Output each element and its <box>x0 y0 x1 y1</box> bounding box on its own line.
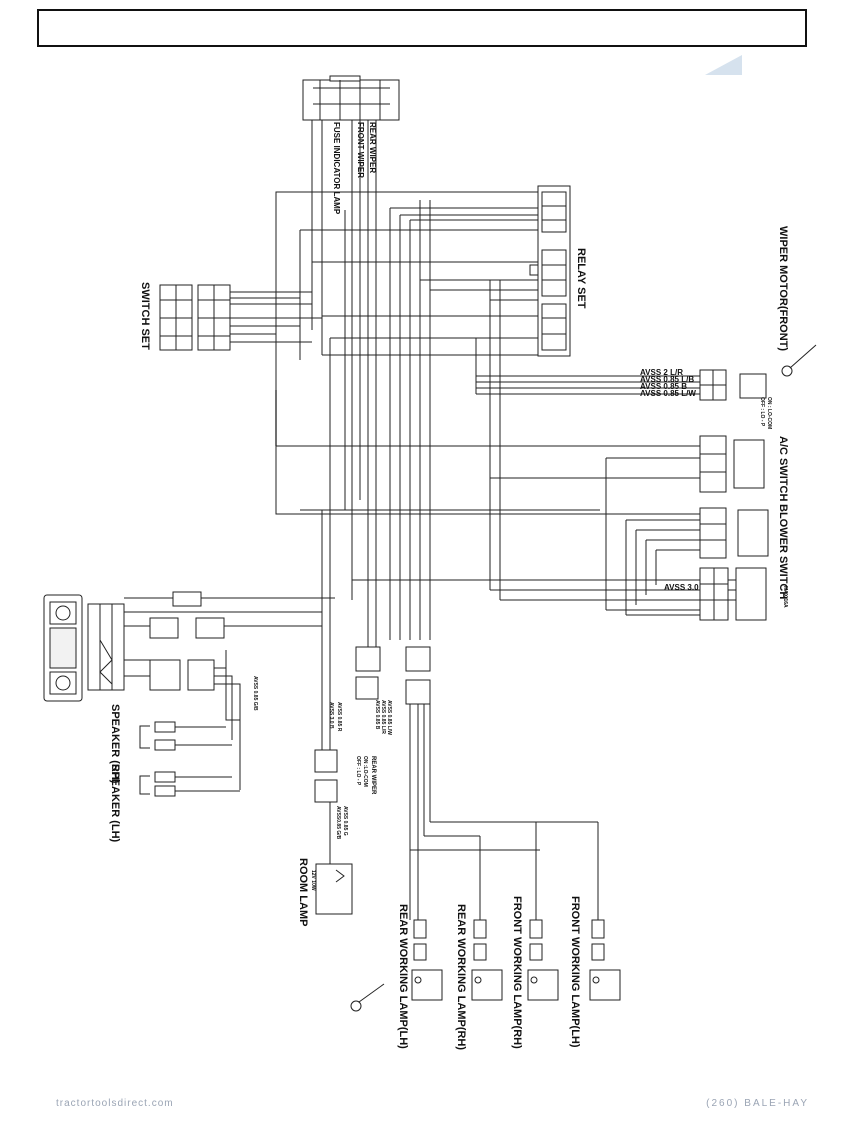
rear-wiper-connector <box>355 600 431 705</box>
ac-switch <box>490 435 765 610</box>
label-wiper-motor-front: WIPER MOTOR(FRONT) <box>777 226 789 351</box>
label-wiper-wire-2: AVSS 0.85 L/B <box>640 375 694 384</box>
label-speaker-lh: SPEAKER (LH) <box>109 764 121 843</box>
label-rear-wiper: REAR WIPER <box>370 756 376 795</box>
label-fuse-indicator: FUSE INDICATOR LAMP <box>332 122 341 215</box>
label-radio-wire: AVSS 0.85 G/B <box>252 676 258 711</box>
label-wiper-wire-4: AVSS 0.85 L/W <box>640 389 696 398</box>
lamp-rear-lh <box>411 919 443 1001</box>
label-rear-wiper-wire-2: AVSS 0.85 L/R <box>380 700 386 734</box>
label-room-wire-3: AVSS 0.85 G <box>342 806 348 836</box>
label-wiper-conn-1: ON : LO-COM <box>766 397 772 429</box>
corner-decoration <box>705 55 742 75</box>
label-room-wire-4: AVSS0.85 G/B <box>335 806 341 840</box>
label-lamp-front-lh: FRONT WORKING LAMP(LH) <box>569 896 581 1048</box>
label-room-lamp: ROOM LAMP <box>297 858 309 926</box>
wires-lamps-vertical <box>321 200 738 760</box>
label-room-wire-1: AVSS 0.85 R <box>336 702 342 732</box>
relay-set <box>529 185 571 357</box>
label-wiper-wire-1: AVSS 2 L/R <box>640 368 683 377</box>
radio-unit <box>43 594 125 702</box>
label-rear-wiper-wire-3: AVSS 0.85 B <box>374 700 380 730</box>
label-ac-switch: A/C SWITCH <box>777 436 789 501</box>
label-switch-set: SWITCH SET <box>139 282 151 350</box>
label-rear-wiper-conn: ON :LO-COM <box>362 756 368 787</box>
label-max: MAX 16A <box>782 586 788 608</box>
label-speaker-rh: SPEAKER (RH) <box>109 704 121 784</box>
label-wiper-wire-3: AVSS 0.85 B <box>640 382 687 391</box>
footer-phone: (260) BALE-HAY <box>706 1098 809 1109</box>
radio-wires <box>124 591 335 790</box>
switch-wires <box>230 291 322 343</box>
label-rear-wiper-conn-2: OFF : LO - P <box>355 756 361 786</box>
lamp-wiring <box>409 704 599 920</box>
label-room-wire-2: AVSS 3.0 B <box>328 702 334 729</box>
label-rear-wiper-wire: AVSS 0.85 L/W <box>386 700 392 735</box>
room-lamp <box>314 749 353 915</box>
label-lamp-rear-rh: REAR WORKING LAMP(RH) <box>455 904 467 1050</box>
wiper-connector <box>475 338 817 401</box>
lamp-rear-rh <box>471 919 503 1001</box>
speaker-lh <box>139 771 240 797</box>
lamp-front-lh <box>589 919 621 1001</box>
label-lamp-front-rh: FRONT WORKING LAMP(RH) <box>511 896 523 1049</box>
label-relay-set: RELAY SET <box>575 248 587 309</box>
header-box <box>37 9 807 47</box>
speaker-rh <box>139 721 232 751</box>
label-room-lamp-rating: 12V 10W <box>310 870 316 891</box>
label-rear-wiper-switch: REAR WIPER <box>368 122 377 173</box>
label-wiper-conn-2: OFF : LO - P <box>759 397 765 427</box>
switch-set <box>159 284 231 351</box>
top-connector <box>302 75 400 121</box>
blower-resistor <box>606 567 767 621</box>
label-lamp-rear-lh: REAR WORKING LAMP(LH) <box>397 904 409 1049</box>
harness-frame <box>275 191 700 515</box>
label-blower-switch: BLOWER SWITCH <box>777 504 789 599</box>
blower-switch <box>625 507 769 615</box>
footer-website: tractortoolsdirect.com <box>56 1098 174 1109</box>
label-avss-30: AVSS 3.0 <box>664 583 699 592</box>
ground-symbol <box>350 983 385 1012</box>
lamp-front-rh <box>527 919 559 1001</box>
